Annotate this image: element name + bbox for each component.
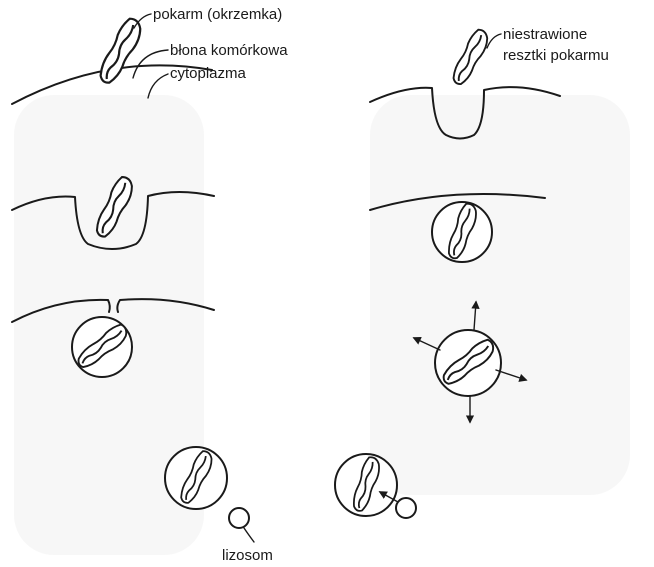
- lysosome: [229, 508, 249, 528]
- lysosome: [396, 498, 416, 518]
- residue-label-line1: niestrawione: [503, 26, 587, 43]
- lysosome-label: lizosom: [222, 547, 273, 564]
- undigested-residue: [449, 27, 492, 87]
- food-label: pokarm (okrzemka): [153, 6, 282, 23]
- residue-label-line2: resztki pokarmu: [503, 47, 609, 64]
- membrane-label: błona komórkowa: [170, 42, 288, 59]
- food-particle: [95, 16, 146, 87]
- membrane-label-leader: [133, 50, 168, 78]
- residue-label-leader: [487, 34, 501, 48]
- cytoplasm-label: cytoplazma: [170, 65, 247, 82]
- stage-food-approach: pokarm (okrzemka) błona komórkowa cytopl…: [12, 6, 288, 104]
- cytoplasm-label-leader: [148, 74, 168, 98]
- lysosome-label-leader: [244, 528, 254, 542]
- cytoplasm-shading-right: [370, 95, 630, 495]
